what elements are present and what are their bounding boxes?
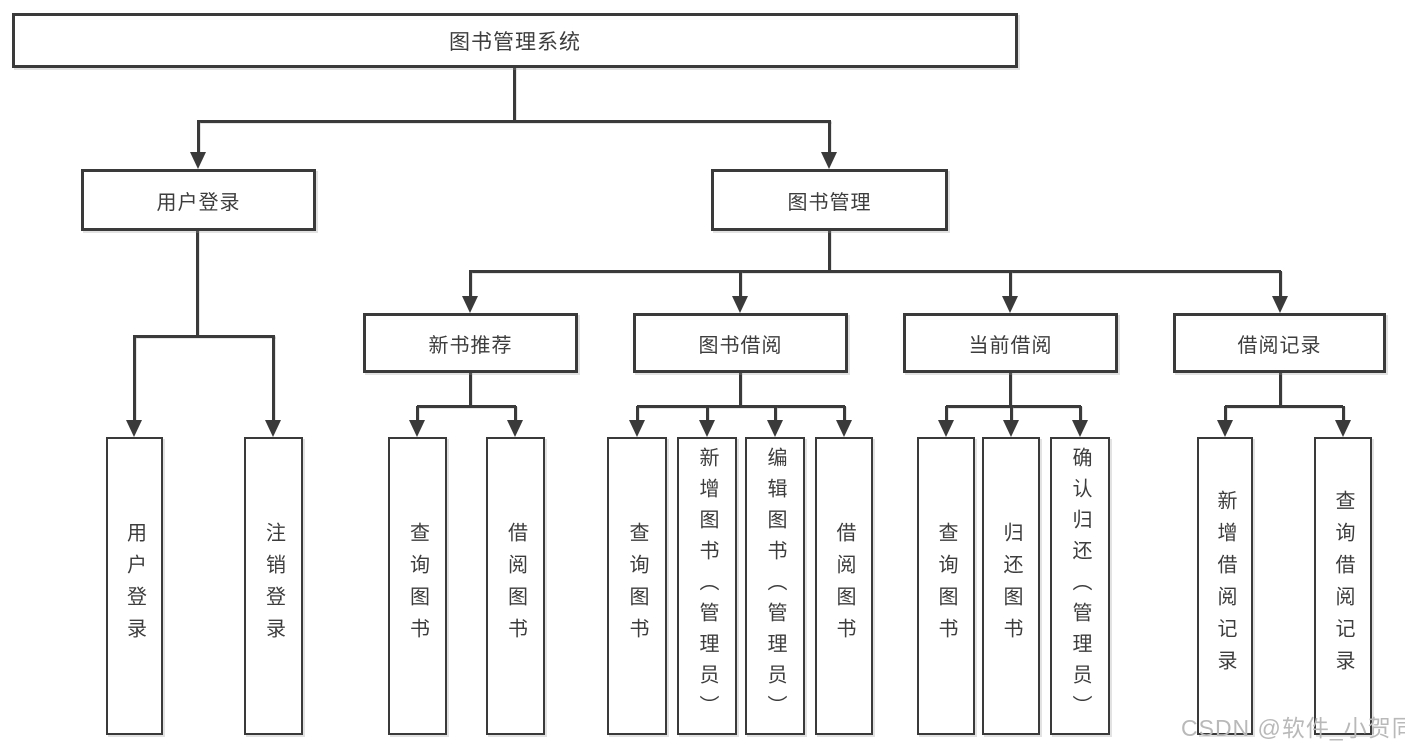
connector-vline	[133, 336, 136, 422]
node-user-login: 用户登录	[81, 169, 316, 231]
connector-vline	[1342, 406, 1345, 422]
connector-vline	[828, 121, 831, 154]
arrow-down-icon	[190, 152, 206, 169]
connector-vline	[1279, 371, 1282, 407]
connector-vline	[272, 336, 275, 422]
arrow-down-icon	[1272, 296, 1288, 313]
connector-hline	[946, 405, 1081, 408]
arrow-down-icon	[821, 152, 837, 169]
arrow-down-icon	[938, 420, 954, 437]
arrow-down-icon	[507, 420, 523, 437]
arrow-down-icon	[836, 420, 852, 437]
connector-vline	[1010, 406, 1013, 422]
leaf-borrow-books-recommend: 借阅图书	[486, 437, 545, 735]
connector-vline	[636, 406, 639, 422]
leaf-query-books-recommend: 查询图书	[388, 437, 447, 735]
connector-vline	[469, 271, 472, 297]
connector-vline	[1079, 406, 1082, 422]
node-new-book-recommendation: 新书推荐	[363, 313, 578, 373]
connector-vline	[416, 406, 419, 422]
connector-vline	[1224, 406, 1227, 422]
connector-vline	[1009, 371, 1012, 407]
arrow-down-icon	[1217, 420, 1233, 437]
connector-vline	[514, 406, 517, 422]
leaf-query-books-current: 查询图书	[917, 437, 975, 735]
connector-vline	[196, 229, 199, 336]
connector-hline	[1225, 405, 1343, 408]
node-current-borrowing: 当前借阅	[903, 313, 1118, 373]
watermark: CSDN @软件_小贺同学	[1181, 715, 1405, 741]
connector-vline	[774, 406, 777, 422]
connector-hline	[417, 405, 516, 408]
connector-vline	[197, 121, 200, 154]
connector-vline	[1009, 271, 1012, 297]
leaf-logout: 注销登录	[244, 437, 303, 735]
node-root: 图书管理系统	[12, 13, 1018, 68]
leaf-add-books-admin: 新增图书（管理员）	[677, 437, 737, 735]
leaf-add-borrow-record: 新增借阅记录	[1197, 437, 1253, 735]
arrow-down-icon	[126, 420, 142, 437]
connector-vline	[945, 406, 948, 422]
leaf-query-books-borrowing: 查询图书	[607, 437, 667, 735]
connector-hline	[197, 120, 831, 123]
connector-vline	[843, 406, 846, 422]
node-book-management: 图书管理	[711, 169, 948, 231]
leaf-user-login: 用户登录	[106, 437, 163, 735]
arrow-down-icon	[1003, 420, 1019, 437]
arrow-down-icon	[767, 420, 783, 437]
connector-vline	[513, 66, 516, 120]
connector-vline	[739, 371, 742, 407]
node-borrowing-records: 借阅记录	[1173, 313, 1386, 373]
connector-hline	[469, 270, 1281, 273]
leaf-edit-books-admin: 编辑图书（管理员）	[745, 437, 805, 735]
connector-hline	[637, 405, 845, 408]
connector-vline	[469, 371, 472, 407]
arrow-down-icon	[1002, 296, 1018, 313]
arrow-down-icon	[629, 420, 645, 437]
arrow-down-icon	[265, 420, 281, 437]
arrow-down-icon	[732, 296, 748, 313]
arrow-down-icon	[1072, 420, 1088, 437]
arrow-down-icon	[462, 296, 478, 313]
node-book-borrowing: 图书借阅	[633, 313, 848, 373]
leaf-query-borrow-record: 查询借阅记录	[1314, 437, 1372, 735]
arrow-down-icon	[409, 420, 425, 437]
leaf-confirm-return-admin: 确认归还（管理员）	[1050, 437, 1110, 735]
connector-vline	[1279, 271, 1282, 297]
leaf-return-books: 归还图书	[982, 437, 1040, 735]
arrow-down-icon	[699, 420, 715, 437]
connector-vline	[706, 406, 709, 422]
leaf-borrow-books-borrowing: 借阅图书	[815, 437, 873, 735]
connector-hline	[133, 335, 275, 338]
connector-vline	[739, 271, 742, 297]
arrow-down-icon	[1335, 420, 1351, 437]
connector-vline	[828, 229, 831, 272]
